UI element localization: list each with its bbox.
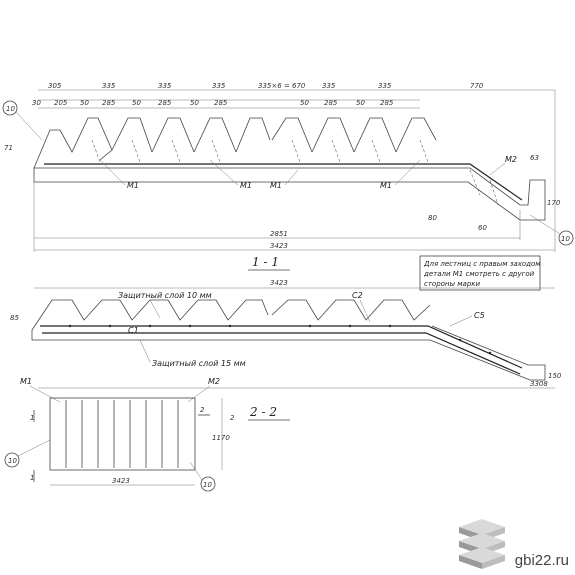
callout-10-plan-right: 10 xyxy=(189,461,216,492)
sub-dim: 50 xyxy=(356,99,365,107)
callout-number: 10 xyxy=(561,235,570,243)
side-dim: 170 xyxy=(547,199,561,207)
side-dim: 71 xyxy=(4,144,13,152)
stacked-slabs-icon xyxy=(458,519,505,569)
sub-dim: 285 xyxy=(324,99,338,107)
title-2-2: 2 - 2 xyxy=(249,405,277,419)
top-dim-1: 335 xyxy=(102,82,116,90)
m2-plan-label: M2 xyxy=(208,377,220,386)
callout-number: 10 xyxy=(6,105,15,113)
mark-2-right: 2 xyxy=(200,406,205,414)
rebar-c2 xyxy=(42,332,521,375)
callout-10-right: 10 xyxy=(529,214,574,246)
side-dim: 63 xyxy=(530,154,539,162)
sub-dim: 285 xyxy=(158,99,172,107)
section-marker-1: 1 1 xyxy=(30,410,34,482)
note-line-2: детали М1 смотреть с другой xyxy=(423,270,535,278)
c1-label: C1 xyxy=(128,326,139,335)
sub-dim: 50 xyxy=(190,99,199,107)
title-1-1: 1 - 1 xyxy=(252,255,279,269)
mark-2-far: 2 xyxy=(230,414,235,422)
cover-top-label: Защитный слой 10 мм xyxy=(118,291,212,300)
side-dim: 80 xyxy=(428,214,437,222)
m1-label-3: M1 xyxy=(270,181,282,190)
m1-label-2: M1 xyxy=(240,181,252,190)
m2-label-top: M2 xyxy=(505,155,517,164)
rebar-c1 xyxy=(40,325,523,369)
section-dim: 3423 xyxy=(270,279,288,287)
top-dim-labels: 305 335 335 335 335×6 = 670 335 335 770 xyxy=(48,82,484,90)
plan-outline xyxy=(49,397,196,471)
sub-dim: 50 xyxy=(300,99,309,107)
rebar-top xyxy=(44,163,523,201)
m1-plan-label: M1 xyxy=(20,377,32,386)
note-line-1: Для лестниц с правым заходом xyxy=(423,260,541,268)
callout-number: 10 xyxy=(8,457,17,465)
note-line-3: стороны марки xyxy=(424,280,481,288)
side-dim: 60 xyxy=(478,224,487,232)
plan-width-dim: 3423 xyxy=(112,477,130,485)
top-dim-6: 335 xyxy=(378,82,392,90)
sub-dim: 285 xyxy=(102,99,116,107)
sub-dim: 285 xyxy=(380,99,394,107)
plan-tread-lines xyxy=(65,400,179,468)
callout-10-left: 10 xyxy=(2,100,43,141)
section-marker-2: 2 2 xyxy=(198,406,235,422)
rebar-dots xyxy=(68,324,492,355)
section-title-1-1: 1 - 1 xyxy=(248,255,290,271)
top-dim-0: 305 xyxy=(48,82,62,90)
watermark-text: gbi22.ru xyxy=(514,552,569,569)
cover-bottom-label: Защитный слой 15 мм xyxy=(152,359,246,368)
sub-dim: 205 xyxy=(54,99,68,107)
sub-dim: 30 xyxy=(32,99,41,107)
plan-height-dim: 1170 xyxy=(212,434,230,442)
plan-overall-dim: 3308 xyxy=(530,380,548,388)
section-profile xyxy=(31,299,546,381)
c5-label: C5 xyxy=(474,311,485,320)
m1-leaders: M1 M1 M1 M1 M2 xyxy=(99,155,517,190)
mark-1-bottom: 1 xyxy=(30,474,34,482)
stair-profile xyxy=(33,117,437,169)
m1-label-4: M1 xyxy=(380,181,392,190)
m1-label-1: M1 xyxy=(127,181,139,190)
overall-dim-2851: 2851 xyxy=(270,230,288,238)
watermark: gbi22.ru xyxy=(455,515,569,569)
reinforcement-section: 3423 Защитный слой 10 мм C1 C2 C5 Защитн… xyxy=(10,279,562,381)
top-dim-3: 335 xyxy=(212,82,226,90)
callout-10-plan-left: 10 xyxy=(4,439,51,468)
side-dim: 85 xyxy=(10,314,19,322)
stirrups xyxy=(91,139,499,206)
callout-number: 10 xyxy=(203,481,212,489)
top-dim-7: 770 xyxy=(470,82,484,90)
c2-label: C2 xyxy=(352,291,363,300)
second-dim-labels: 30 205 50 285 50 285 50 285 50 285 50 28… xyxy=(32,99,394,107)
mark-1-top: 1 xyxy=(30,414,34,422)
top-elevation: 305 335 335 335 335×6 = 670 335 335 770 … xyxy=(2,82,574,252)
note-box: Для лестниц с правым заходом детали М1 с… xyxy=(419,255,541,291)
sub-dim: 285 xyxy=(214,99,228,107)
sub-dim: 50 xyxy=(80,99,89,107)
top-dim-5: 335 xyxy=(322,82,336,90)
sub-dim: 50 xyxy=(132,99,141,107)
top-dim-4: 335×6 = 670 xyxy=(258,82,306,90)
overall-dim-3423: 3423 xyxy=(270,242,288,250)
top-dim-2: 335 xyxy=(158,82,172,90)
plan-view: 3308 M1 M2 1 1 2 2 2 - 2 xyxy=(4,377,555,492)
side-dim: 150 xyxy=(548,372,562,380)
stair-underside xyxy=(33,167,546,221)
